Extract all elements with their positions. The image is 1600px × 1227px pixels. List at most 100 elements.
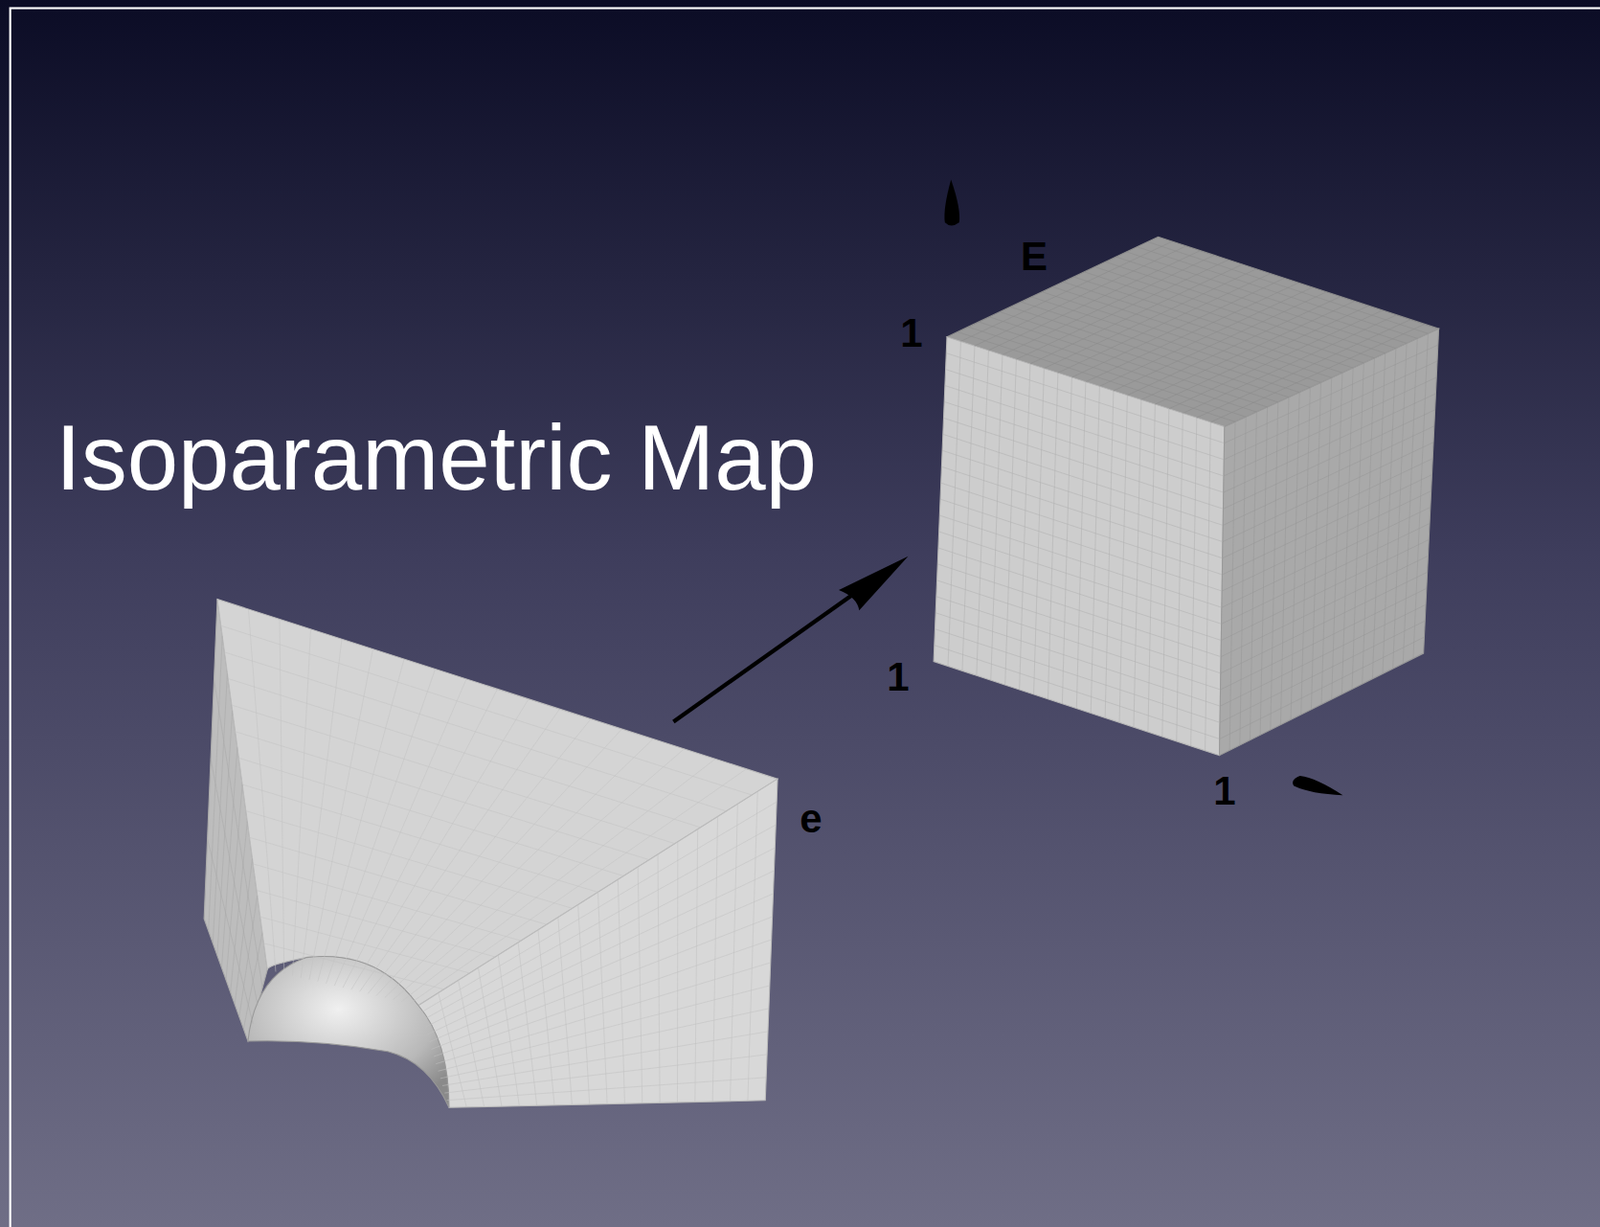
mesh-line <box>438 992 467 1107</box>
mesh-line <box>1148 241 1429 334</box>
axis-label: 1 <box>900 313 923 354</box>
mesh-line <box>637 866 643 1104</box>
mesh-line <box>1020 301 1300 393</box>
mesh-line <box>221 625 753 795</box>
mesh-line <box>1010 306 1289 397</box>
mesh-line <box>1221 523 1430 625</box>
mesh-line <box>712 816 718 1103</box>
mesh-line <box>497 954 519 1105</box>
mesh-line <box>1219 620 1425 722</box>
mesh-line <box>617 878 625 1104</box>
mesh-line <box>249 836 547 924</box>
mesh-line <box>1062 281 1343 373</box>
mesh-line <box>1219 604 1426 706</box>
mesh-line <box>1220 555 1428 656</box>
mesh-line <box>597 891 608 1104</box>
mesh-line <box>657 854 660 1103</box>
mesh-line <box>538 929 555 1105</box>
mesh-line <box>458 979 485 1106</box>
mesh-line <box>1224 344 1439 444</box>
mesh-line <box>942 450 1223 541</box>
mesh-line <box>1083 271 1364 363</box>
mesh-line <box>978 321 1257 412</box>
mesh-line <box>941 482 1223 575</box>
mesh-line <box>256 890 496 958</box>
mesh-line <box>934 629 1220 723</box>
spherical-cutout <box>247 956 450 1108</box>
mesh-line <box>1073 276 1353 368</box>
mesh-line <box>938 547 1221 641</box>
mesh-line <box>730 803 739 1101</box>
cube-front-face <box>933 337 1225 756</box>
mesh-line <box>1221 474 1432 575</box>
mesh-line <box>1223 377 1437 476</box>
mesh-line <box>1052 286 1331 378</box>
mesh-line <box>939 531 1222 624</box>
mesh-line <box>1222 442 1434 542</box>
mesh-line <box>1222 458 1434 559</box>
mesh-line <box>1222 409 1435 509</box>
mesh-line <box>1223 393 1437 493</box>
element-label: e <box>799 798 822 839</box>
axis-label: E <box>1020 236 1048 277</box>
mesh-line <box>210 758 258 1005</box>
mesh-line <box>1222 426 1435 526</box>
mesh-line <box>940 498 1222 591</box>
mesh-line <box>1041 292 1321 384</box>
element-mesh <box>207 608 778 1107</box>
axis-label: 1 <box>886 656 909 698</box>
mesh-line <box>260 916 471 973</box>
mesh-line <box>999 312 1279 403</box>
mesh-line <box>224 652 726 812</box>
mesh-line <box>1220 587 1427 690</box>
mesh-line <box>518 942 538 1105</box>
mesh-line <box>946 369 1225 460</box>
mesh-line <box>945 385 1224 476</box>
mesh-line <box>1221 507 1431 609</box>
axis-label: 1 <box>1213 770 1236 812</box>
mesh-line <box>238 757 624 876</box>
mesh-line <box>937 563 1221 657</box>
mesh-line <box>941 466 1222 558</box>
cube-mesh <box>934 241 1439 751</box>
mesh-line <box>944 401 1224 493</box>
map-arrowhead <box>838 556 908 610</box>
mesh-line <box>943 433 1223 525</box>
slide-title: Isoparametric Map <box>55 406 817 509</box>
mesh-line <box>578 904 590 1105</box>
mesh-line <box>1220 539 1429 640</box>
mesh-line <box>207 838 253 1024</box>
mesh-line <box>1126 251 1407 344</box>
mesh-line <box>939 515 1222 608</box>
mesh-line <box>943 417 1223 509</box>
mesh-line <box>676 841 678 1103</box>
mesh-line <box>1094 267 1375 359</box>
mesh-line <box>235 731 650 860</box>
mesh-line <box>246 811 573 909</box>
mesh-line <box>747 790 758 1101</box>
mesh-line <box>934 645 1220 740</box>
mesh-line <box>936 596 1221 690</box>
mesh-line <box>1219 636 1425 739</box>
mesh-line <box>227 677 700 827</box>
mesh-line <box>1136 247 1418 339</box>
mesh-line <box>1031 296 1310 388</box>
axis-arrowhead <box>944 180 960 226</box>
frame <box>10 8 1600 1227</box>
mesh-line <box>1115 256 1396 348</box>
mesh-line <box>989 316 1268 407</box>
mesh-line <box>252 863 521 941</box>
map-arrow <box>673 589 859 722</box>
mesh-line <box>695 829 699 1103</box>
axis-arrowhead <box>1292 775 1343 795</box>
mesh-line <box>946 353 1224 444</box>
mesh-line <box>1104 261 1385 353</box>
mesh-line <box>957 331 1236 422</box>
mesh-line <box>477 967 502 1106</box>
mesh-line <box>558 917 573 1105</box>
mesh-line <box>263 943 444 990</box>
mesh-line <box>1220 571 1428 674</box>
mesh-line <box>968 326 1246 417</box>
